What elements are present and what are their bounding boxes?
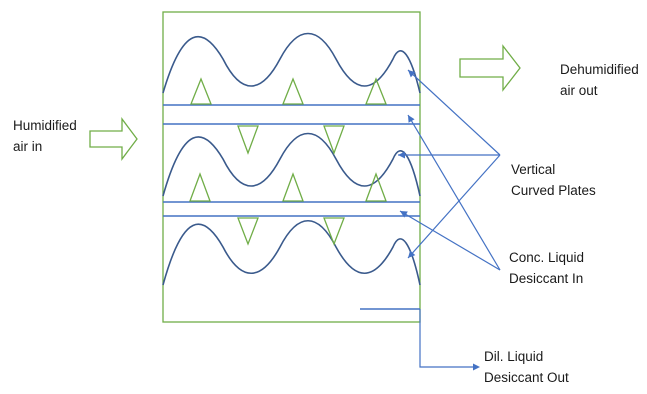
conc-desiccant-label-line1: Conc. Liquid <box>509 250 585 265</box>
triangle-down <box>323 125 345 155</box>
chamber-box <box>162 11 421 323</box>
arrowhead <box>408 115 415 123</box>
curved-plate-wave <box>162 219 421 286</box>
triangle-down <box>323 217 345 246</box>
plates-label-line2: Curved Plates <box>511 183 596 198</box>
pointer-conc-top <box>407 114 501 271</box>
arrowhead <box>398 151 405 159</box>
dil-desiccant-label-line1: Dil. Liquid <box>484 349 544 364</box>
outlet-label-line1: Dehumidified <box>560 62 639 77</box>
plates-label-line1: Vertical <box>511 162 556 177</box>
conc-desiccant-label: Conc. Liquid Desiccant In <box>509 247 584 289</box>
arrowhead <box>408 70 416 78</box>
triangle-up <box>282 77 304 105</box>
pointer-conc-bottom <box>399 210 501 271</box>
inlet-arrow <box>89 117 138 161</box>
triangle-down <box>237 217 259 246</box>
dil-desiccant-label: Dil. Liquid Desiccant Out <box>484 346 569 388</box>
triangle-up <box>282 172 304 202</box>
pointer-plates-top <box>407 69 501 156</box>
triangle-down <box>237 125 259 155</box>
inlet-label-line1: Humidified <box>13 118 77 133</box>
triangle-up <box>365 77 387 105</box>
conc-desiccant-label-line2: Desiccant In <box>509 271 584 286</box>
curved-plate-wave <box>162 32 421 94</box>
curved-plate-wave <box>162 132 421 197</box>
outlet-label: Dehumidified air out <box>560 59 639 101</box>
dil-desiccant-label-line2: Desiccant Out <box>484 370 569 385</box>
triangle-up <box>189 172 211 202</box>
arrowhead <box>400 211 408 218</box>
pointer-plates-bottom <box>407 154 501 259</box>
drain-pipe <box>419 309 475 368</box>
triangle-up <box>365 172 387 202</box>
outlet-arrow <box>459 44 521 92</box>
outlet-label-line2: air out <box>560 83 598 98</box>
inlet-label: Humidified air in <box>13 115 77 157</box>
arrowhead <box>408 250 416 258</box>
plates-label: Vertical Curved Plates <box>511 159 596 201</box>
inlet-label-line2: air in <box>13 139 43 154</box>
arrowhead <box>473 363 480 371</box>
triangle-up <box>190 77 212 105</box>
